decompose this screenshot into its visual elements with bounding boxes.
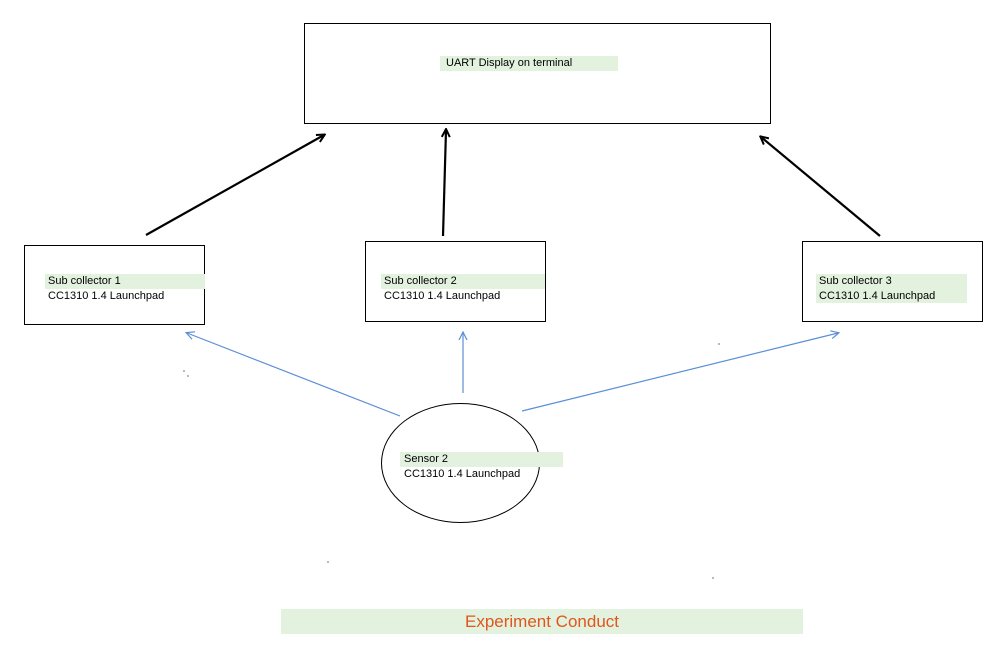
sub-collector-2-highlight [381,274,545,289]
sub-collector-2-board: CC1310 1.4 Launchpad [384,290,501,302]
sensor-highlight [400,452,563,467]
sensor-title: Sensor 2 [404,453,449,465]
diagram-caption: Experiment Conduct [464,612,620,631]
arrow-sensor-to-collector-1 [187,333,401,417]
speck [183,370,185,372]
arrow-collector-1-to-terminal [145,135,324,236]
speck [718,343,720,345]
terminal-label-highlight [440,56,618,71]
arrow-collector-3-to-terminal [761,137,881,237]
sub-collector-3-board: CC1310 1.4 Launchpad [819,290,936,302]
sub-collector-3-highlight [816,274,967,303]
sub-collector-3-title: Sub collector 3 [819,275,892,287]
arrow-sensor-to-collector-3 [521,333,838,412]
sub-collector-1-highlight [45,274,205,289]
sensor-board: CC1310 1.4 Launchpad [404,468,521,480]
caption-highlight [281,609,803,634]
speck [187,375,189,377]
sub-collector-1-title: Sub collector 1 [48,275,121,287]
terminal-box [304,23,771,124]
speck [712,577,714,579]
sub-collector-2-title: Sub collector 2 [384,275,457,287]
terminal-label: UART Display on terminal [446,57,573,69]
speck [327,561,329,563]
sub-collector-1-board: CC1310 1.4 Launchpad [48,290,165,302]
arrow-collector-2-to-terminal [443,130,446,237]
